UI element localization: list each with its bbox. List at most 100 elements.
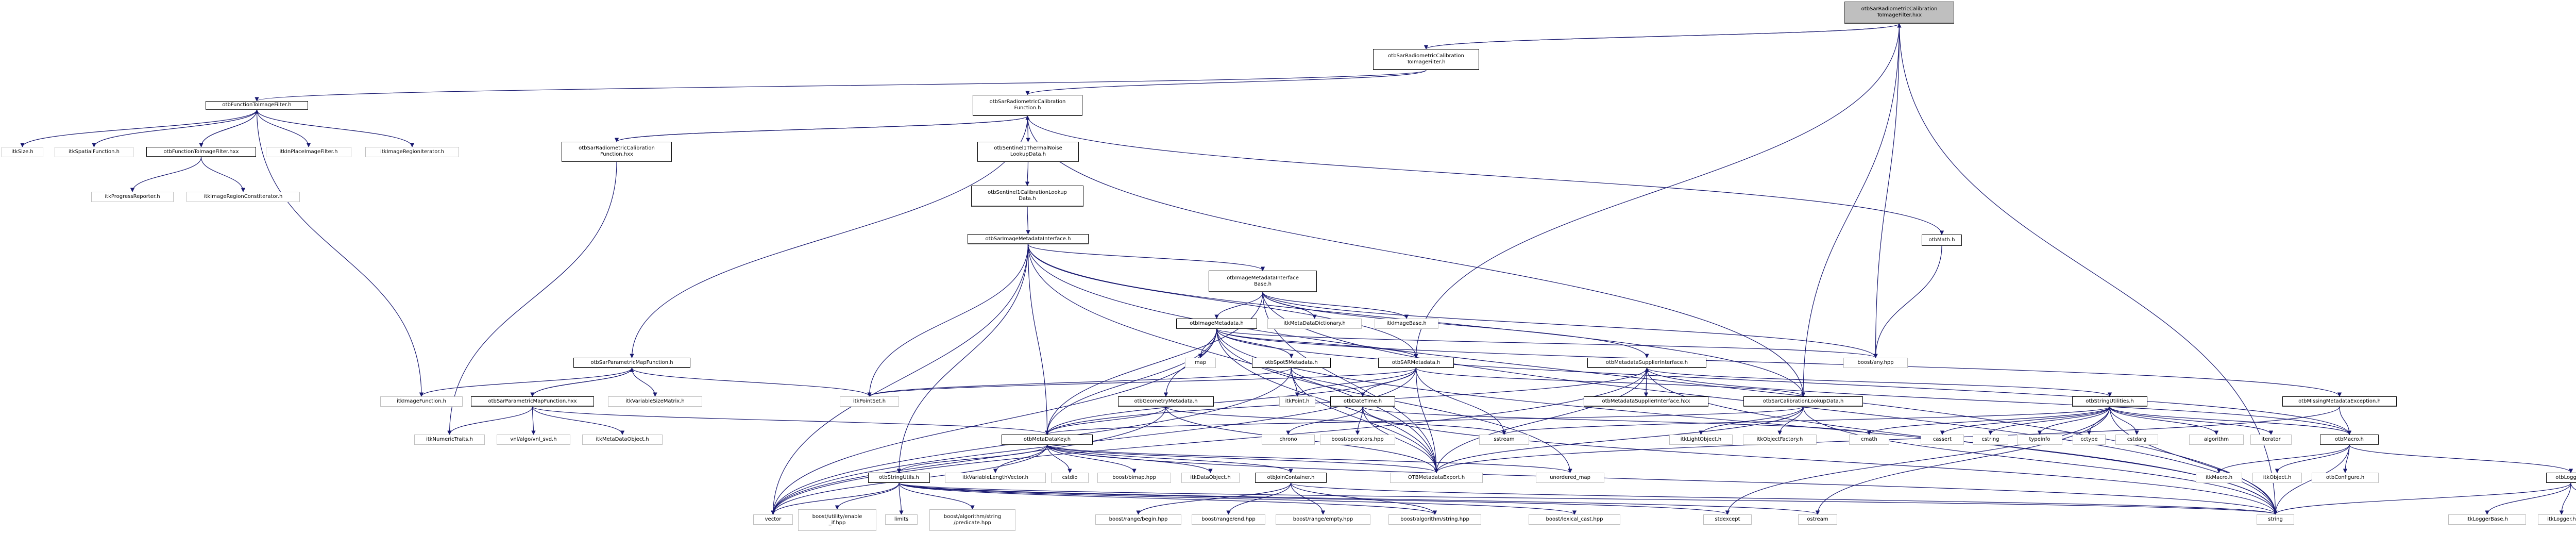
- node-itk-image-base[interactable]: itkImageBase.h: [1375, 319, 1438, 329]
- node-otb-math[interactable]: otbMath.h: [1922, 235, 1962, 246]
- node-range-empty[interactable]: boost/range/empty.hpp: [1276, 514, 1370, 525]
- node-otb-logger[interactable]: otbLogger.h: [2546, 473, 2576, 483]
- node-map[interactable]: map: [1185, 358, 1216, 368]
- edge-imageMetadata-to-vector: [771, 328, 1217, 515]
- node-cstring[interactable]: cstring: [1973, 435, 2008, 445]
- node-itk-logger[interactable]: itkLogger.h: [2538, 514, 2576, 525]
- edge-funcToImgHxx-to-itkProgress: [130, 157, 202, 192]
- node-itk-point-set[interactable]: itkPointSet.h: [840, 396, 899, 407]
- node-typeinfo[interactable]: typeinfo: [2017, 435, 2062, 445]
- node-sar-img-mdi[interactable]: otbSarImageMetadataInterface.h: [968, 234, 1089, 244]
- edge-otbLogger-to-otbCommonExport: [2570, 482, 2576, 490]
- node-itk-object[interactable]: itkObject.h: [2252, 473, 2302, 483]
- node-boost-any[interactable]: boost/any.hpp: [1843, 358, 1908, 368]
- node-join-container[interactable]: otbJoinContainer.h: [1255, 473, 1327, 483]
- edge-joinContainer-to-rangeBegin: [1136, 482, 1292, 515]
- node-sar-param-hxx[interactable]: otbSarParametricMapFunction.hxx: [471, 396, 594, 407]
- edge-sarImgMDI-to-string: [1027, 244, 2278, 515]
- node-cmath[interactable]: cmath: [1849, 435, 1889, 445]
- edge-sarImgMDI-to-vector: [771, 244, 1029, 515]
- edge-imdBase-to-imageMetadata: [1214, 292, 1263, 319]
- node-chrono[interactable]: chrono: [1262, 435, 1315, 445]
- node-otb-macro[interactable]: otbMacro.h: [2320, 435, 2379, 445]
- node-geom-metadata[interactable]: otbGeometryMetadata.h: [1118, 396, 1214, 407]
- node-cstdio[interactable]: cstdio: [1051, 473, 1089, 483]
- node-itk-mddict[interactable]: itkMetaDataDictionary.h: [1267, 319, 1362, 329]
- node-itk-data-object[interactable]: itkDataObject.h: [1181, 473, 1240, 483]
- node-root[interactable]: otbSarRadiometricCalibration ToImageFilt…: [1844, 2, 1954, 24]
- node-cctype[interactable]: cctype: [2073, 435, 2106, 445]
- node-ostream[interactable]: ostream: [1798, 514, 1837, 525]
- node-itk-var-len-vec[interactable]: itkVariableLengthVector.h: [945, 473, 1046, 483]
- node-func-to-img-hxx[interactable]: otbFunctionToImageFilter.hxx: [146, 147, 256, 157]
- node-vnl-svd[interactable]: vnl/algo/vnl_svd.h: [497, 435, 570, 445]
- node-sstream[interactable]: sstream: [1479, 435, 1529, 445]
- edge-stringUtilities-to-sstream: [1502, 406, 2110, 435]
- node-vector[interactable]: vector: [753, 514, 793, 525]
- node-calib-func-h[interactable]: otbSarRadiometricCalibration Function.h: [973, 95, 1082, 116]
- node-itk-numeric-traits[interactable]: itkNumericTraits.h: [414, 435, 485, 445]
- node-itk-in-place[interactable]: itkInPlaceImageFilter.h: [266, 147, 351, 157]
- node-itk-progress[interactable]: itkProgressReporter.h: [91, 192, 174, 202]
- node-s1calib[interactable]: otbSentinel1CalibrationLookup Data.h: [971, 186, 1083, 207]
- node-func-to-img-h[interactable]: otbFunctionToImageFilter.h: [206, 101, 308, 110]
- node-limits[interactable]: limits: [885, 514, 918, 525]
- node-itk-size[interactable]: itkSize.h: [2, 147, 43, 157]
- node-range-end[interactable]: boost/range/end.hpp: [1192, 514, 1265, 525]
- node-itk-mdobject[interactable]: itkMetaDataObject.h: [582, 435, 663, 445]
- node-calib-filter-h[interactable]: otbSarRadiometricCalibration ToImageFilt…: [1373, 49, 1479, 70]
- node-date-time[interactable]: otbDateTime.h: [1330, 396, 1395, 407]
- edge-stringUtilities-to-algorithm: [2109, 406, 2219, 435]
- node-sar-metadata[interactable]: otbSARMetadata.h: [1378, 358, 1454, 368]
- node-range-begin[interactable]: boost/range/begin.hpp: [1095, 514, 1181, 525]
- node-algo-string[interactable]: boost/algorithm/string.hpp: [1388, 514, 1481, 525]
- node-imd-base[interactable]: otbImageMetadataInterface Base.h: [1209, 271, 1317, 292]
- node-cassert[interactable]: cassert: [1921, 435, 1964, 445]
- node-itk-light-object[interactable]: itkLightObject.h: [1669, 435, 1733, 445]
- node-missing-md[interactable]: otbMissingMetadataException.h: [2282, 396, 2397, 407]
- node-cstdarg[interactable]: cstdarg: [2115, 435, 2158, 445]
- node-otb-configure[interactable]: otbConfigure.h: [2312, 473, 2379, 483]
- edge-dateTime-to-cmath: [1362, 406, 1871, 435]
- node-iterator[interactable]: iterator: [2250, 435, 2292, 445]
- edge-sarParamH-to-itkImageFunction: [419, 368, 633, 397]
- node-image-metadata[interactable]: otbImageMetadata.h: [1176, 319, 1257, 329]
- node-itk-object-factory[interactable]: itkObjectFactory.h: [1743, 435, 1817, 445]
- node-md-supplier[interactable]: otbMetadataSupplierInterface.h: [1587, 358, 1706, 368]
- node-predicate[interactable]: boost/algorithm/string /predicate.hpp: [929, 509, 1015, 531]
- node-itk-var-size-matrix[interactable]: itkVariableSizeMatrix.h: [608, 396, 702, 407]
- edge-funcToImgHxx-to-itkImgRegConstIter: [200, 157, 246, 192]
- node-stdexcept[interactable]: stdexcept: [1703, 514, 1752, 525]
- node-sar-param-h[interactable]: otbSarParametricMapFunction.h: [573, 358, 690, 368]
- node-lexical-cast[interactable]: boost/lexical_cast.hpp: [1529, 514, 1620, 525]
- node-unordered-map[interactable]: unordered_map: [1536, 473, 1604, 483]
- edge-dateTime-to-boostOperators: [1355, 406, 1363, 435]
- edge-sarCalibLUT-to-metaDataKey: [1045, 406, 1804, 435]
- node-algorithm[interactable]: algorithm: [2189, 435, 2244, 445]
- edge-s1Calib-to-sarImgMDI: [1026, 206, 1030, 235]
- node-enable-if[interactable]: boost/utility/enable _if.hpp: [798, 509, 876, 531]
- node-string-utils[interactable]: otbStringUtils.h: [868, 473, 930, 483]
- node-calib-func-hxx[interactable]: otbSarRadiometricCalibration Function.hx…: [562, 142, 672, 162]
- node-itk-img-reg-const-iter[interactable]: itkImageRegionConstIterator.h: [187, 192, 300, 202]
- node-boost-operators[interactable]: boost/operators.hpp: [1320, 435, 1395, 445]
- node-spot5[interactable]: otbSpot5Metadata.h: [1252, 358, 1331, 368]
- node-itk-spatial-function[interactable]: itkSpatialFunction.h: [55, 147, 133, 157]
- node-itk-image-function[interactable]: itkImageFunction.h: [380, 396, 463, 407]
- node-string[interactable]: string: [2257, 514, 2294, 525]
- node-otb-mdexport[interactable]: OTBMetadataExport.h: [1390, 473, 1483, 483]
- node-md-supplier-hxx[interactable]: otbMetadataSupplierInterface.hxx: [1584, 396, 1708, 407]
- node-sar-calib-lut[interactable]: otbSarCalibrationLookupData.h: [1743, 396, 1863, 407]
- edge-metaDataKey-to-boostBimap: [1046, 444, 1137, 473]
- node-meta-data-key[interactable]: otbMetaDataKey.h: [1002, 435, 1093, 445]
- node-itk-logger-base[interactable]: itkLoggerBase.h: [2448, 514, 2526, 525]
- node-itk-macro[interactable]: itkMacro.h: [2196, 473, 2242, 483]
- node-itk-point[interactable]: itkPoint.h: [1279, 396, 1315, 407]
- node-s1noise[interactable]: otbSentinel1ThermalNoise LookupData.h: [977, 142, 1079, 162]
- node-string-utilities[interactable]: otbStringUtilities.h: [2072, 396, 2147, 407]
- edge-stringUtilities-to-otbMacro: [2109, 406, 2352, 435]
- edge-sarMetadata-to-sarCalibLUT: [1415, 368, 1805, 397]
- node-itk-img-reg-iter[interactable]: itkImageRegionIterator.h: [365, 147, 459, 157]
- edge-sarMetadata-to-itkPointSet: [867, 368, 1417, 397]
- node-boost-bimap[interactable]: boost/bimap.hpp: [1097, 473, 1171, 483]
